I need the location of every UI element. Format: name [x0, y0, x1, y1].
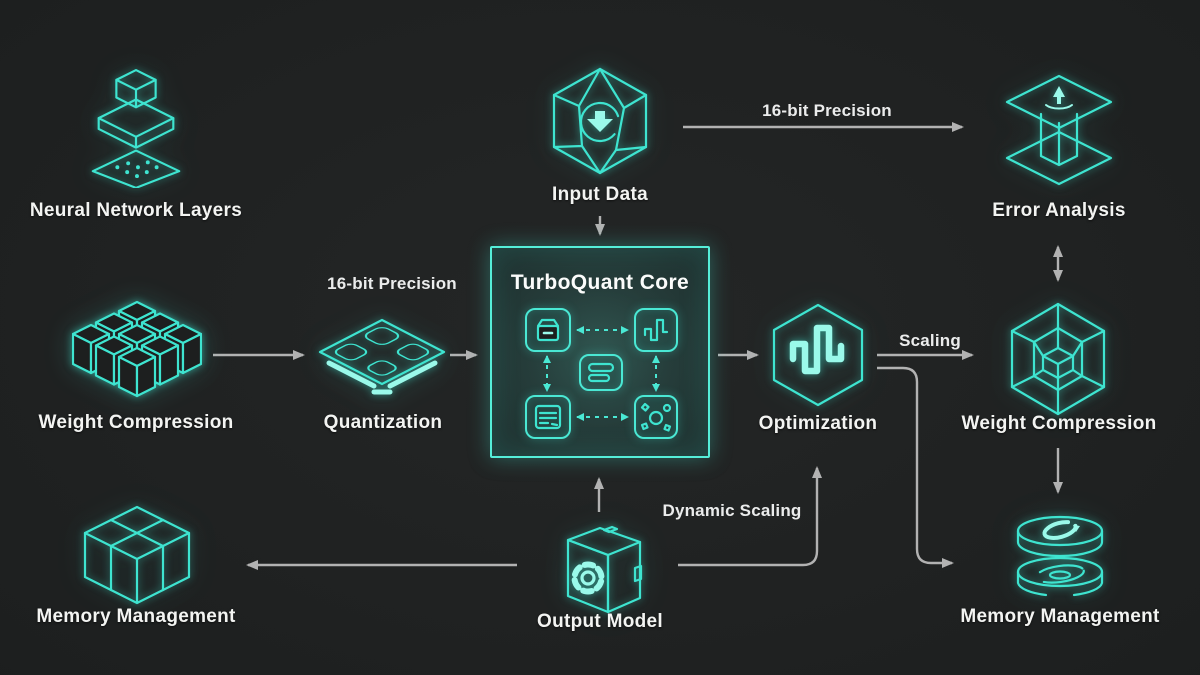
node-label-memory-management-left: Memory Management [36, 606, 236, 627]
core-module-particles [634, 395, 678, 439]
edge-label-quantization-precision: 16-bit Precision [327, 274, 457, 293]
edge-label-16bit-precision: 16-bit Precision [762, 101, 892, 120]
block-grid-icon [72, 294, 202, 398]
turboquant-core-panel: TurboQuant Core [490, 246, 710, 458]
archive-box-icon [536, 318, 560, 342]
core-module-archive [525, 308, 571, 352]
core-title: TurboQuant Core [510, 271, 690, 294]
edge-label-dynamic-scaling: Dynamic Scaling [662, 501, 802, 520]
core-dashed-links [543, 326, 660, 421]
disc-stack-icon [1010, 510, 1110, 604]
hexagon-waveform-icon [768, 301, 868, 409]
core-module-waveform [634, 308, 678, 352]
node-label-output-model: Output Model [536, 611, 664, 632]
list-icon [587, 362, 615, 382]
layers-stack-icon [82, 64, 190, 188]
arrow-output-to-optimization [678, 466, 822, 567]
node-label-weight-compression-right: Weight Compression [961, 413, 1157, 434]
hexagon-input-icon [546, 66, 654, 176]
node-label-memory-management-right: Memory Management [960, 606, 1160, 627]
core-module-document [525, 395, 571, 439]
node-label-input-data: Input Data [552, 184, 648, 205]
core-module-list [579, 354, 623, 391]
node-label-quantization: Quantization [323, 412, 443, 433]
arrow-optimization-to-memory [877, 366, 954, 568]
geodesic-sphere-icon [1004, 300, 1112, 418]
node-label-optimization: Optimization [758, 413, 878, 434]
mesh-plane-icon [316, 314, 448, 398]
document-icon [534, 404, 562, 430]
edge-label-scaling: Scaling [899, 331, 961, 350]
cube-grid-icon [78, 503, 196, 607]
node-label-weight-compression-left: Weight Compression [38, 412, 234, 433]
waveform-icon [643, 318, 669, 342]
pillar-planes-icon [1000, 70, 1118, 186]
node-label-error-analysis: Error Analysis [992, 200, 1126, 221]
particles-icon [640, 402, 672, 432]
node-label-neural-network-layers: Neural Network Layers [29, 200, 243, 221]
gear-box-icon [548, 510, 656, 614]
